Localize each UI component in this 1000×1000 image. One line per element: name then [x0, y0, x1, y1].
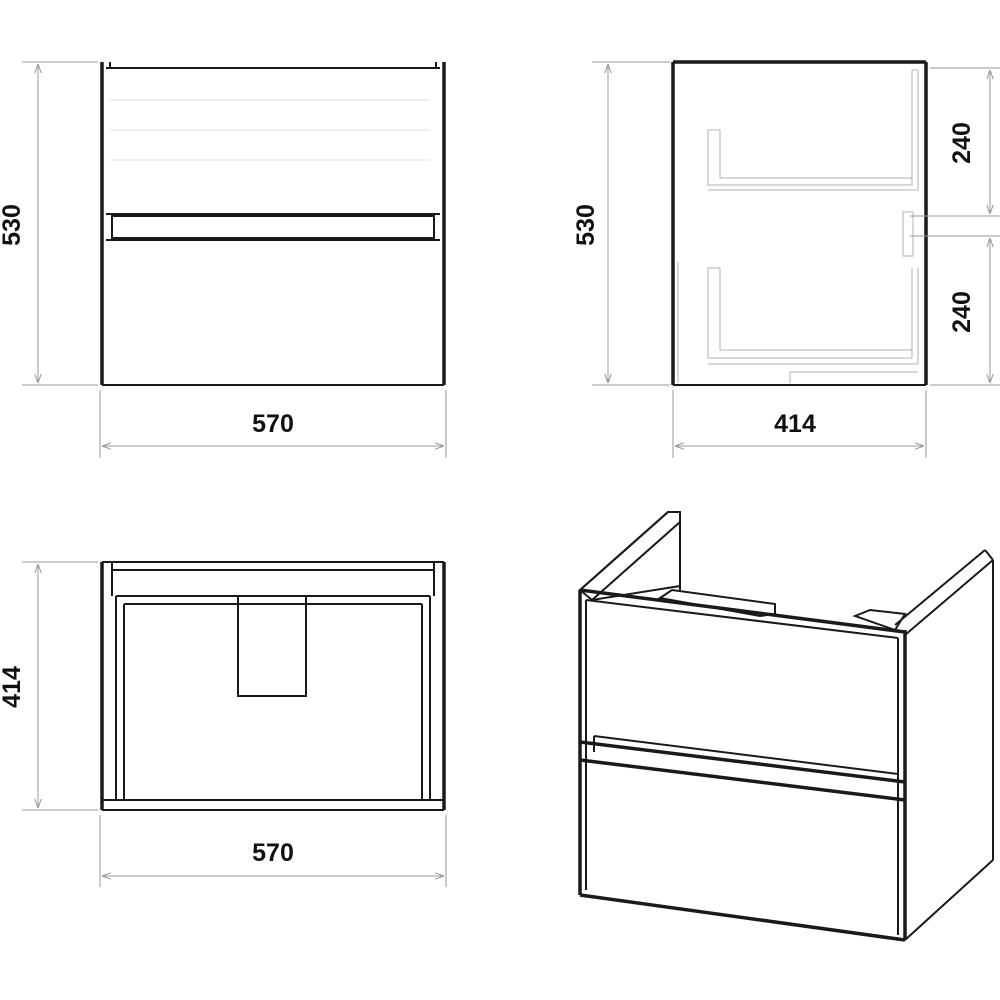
front-faint-texture: [110, 99, 430, 161]
side-upper-drawer-label: 240: [948, 122, 976, 164]
iso-right-panel: [894, 549, 994, 941]
side-cabinet-body: [671, 60, 928, 386]
front-width-label: 570: [252, 410, 294, 438]
iso-drawer-handle: [579, 735, 906, 802]
front-view: 530 570: [0, 61, 447, 458]
front-cabinet-body: [100, 62, 446, 386]
top-width-label: 570: [252, 839, 294, 867]
top-width-dimension: 570: [99, 815, 447, 887]
side-depth-dimension: 414: [672, 390, 927, 458]
side-view: 530 240 240 414: [572, 60, 1000, 458]
top-drain-cutout: [237, 595, 307, 697]
top-depth-label: 414: [0, 666, 26, 708]
side-lower-drawer-label: 240: [948, 291, 976, 333]
side-height-label: 530: [572, 204, 600, 246]
top-depth-dimension: 414: [0, 561, 98, 811]
iso-back-rails: [657, 588, 907, 632]
top-view: 414 570: [0, 561, 447, 887]
iso-left-panel: [578, 511, 681, 602]
front-height-label: 530: [0, 204, 26, 246]
front-height-dimension: 530: [0, 61, 98, 386]
side-height-dimension: 530: [572, 61, 670, 386]
side-hidden-drawers: [677, 69, 919, 383]
iso-front-face: [578, 588, 906, 942]
side-depth-label: 414: [774, 410, 816, 438]
side-drawer-dimensions: 240 240: [910, 67, 1000, 386]
front-width-dimension: 570: [99, 390, 447, 458]
top-cabinet-body: [100, 561, 446, 811]
isometric-view: [578, 511, 994, 942]
